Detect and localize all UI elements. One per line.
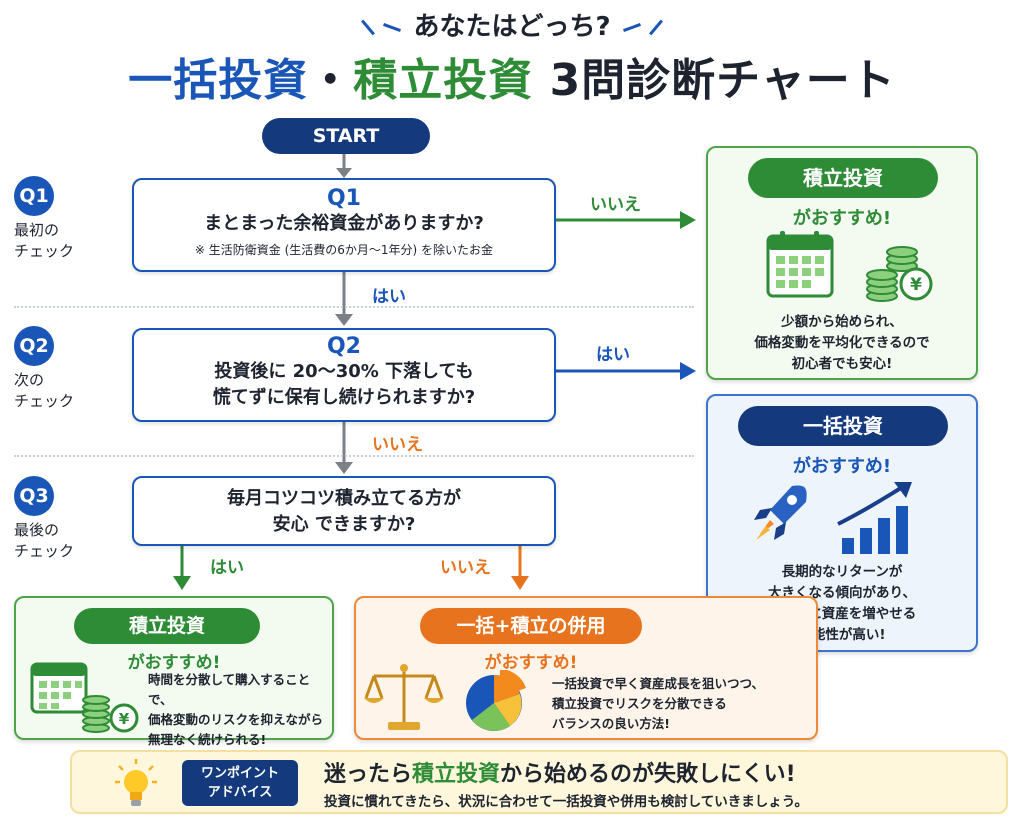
arrowhead [335, 462, 353, 474]
result-tsumitate-bottom: 積立投資 がおすすめ! ¥ 時間を分散して購入することで、 価格変動のリスクを抑… [14, 596, 334, 747]
q3-yes-label: はい [210, 558, 244, 578]
q3-side-label: Q3 最後のチェック [14, 476, 110, 562]
q2-side-line2: チェック [14, 392, 75, 410]
svg-text:¥: ¥ [119, 710, 130, 728]
coin-stack-icon: ¥ [82, 695, 139, 733]
arrowhead [336, 168, 352, 178]
result-desc-line: 価格変動のリスクを抑えながら [148, 712, 324, 727]
result-sub: がおすすめ! [792, 208, 892, 229]
q1-side-label: Q1 最初のチェック [14, 176, 110, 262]
advice-headline: 迷ったら積立投資から始めるのが失敗しにくい! [324, 756, 796, 788]
result-pill: 積立投資 [748, 158, 938, 198]
q2-box: Q2 投資後に 20〜30% 下落しても 慌てずに保有し続けられますか? [132, 328, 556, 422]
pie-chart-icon [466, 670, 526, 731]
title-chart: 3問診断チャート [533, 55, 896, 106]
q1-number: Q1 [326, 186, 361, 211]
arrowhead [335, 314, 353, 326]
result-sub: がおすすめ! [127, 653, 221, 673]
result-desc-line: 初心者でも安心! [791, 356, 893, 372]
result-desc-line: 無理なく続けられる! [148, 732, 267, 747]
advice-badge-line2: アドバイス [207, 785, 273, 800]
q2-no-label: いいえ [372, 435, 423, 455]
q1-box: Q1 まとまった余裕資金がありますか? ※ 生活防衛資金 (生活費の6か月〜1年… [132, 178, 556, 272]
q3-side-line2: チェック [14, 542, 75, 560]
calendar-icon [766, 231, 834, 298]
arrowhead [511, 576, 529, 590]
divider [14, 455, 694, 457]
q2-number: Q2 [326, 334, 361, 359]
result-sub: がおすすめ! [792, 456, 892, 477]
q3-badge: Q3 [14, 476, 54, 516]
result-desc-line: 可能性が高い! [798, 627, 886, 643]
advice-badge: ワンポイント アドバイス [182, 760, 298, 806]
title-separator: ・ [308, 55, 354, 106]
q1-no-label: いいえ [590, 195, 641, 215]
lightbulb-icon [115, 759, 157, 806]
q3-text-line1: 毎月コツコツ積み立てる方が [227, 488, 461, 509]
result-combo: 一括+積立の併用 がおすすめ! 一括投資で早く資産成長を狙いつつ、 積立投資でリ… [354, 596, 818, 740]
arrowhead [173, 576, 191, 590]
q2-badge: Q2 [14, 326, 54, 366]
growth-chart-icon [837, 482, 912, 554]
advice-head-part3: から始めるのが失敗しにくい! [500, 762, 796, 787]
subtitle-text: あなたはどっち? [413, 12, 611, 42]
advice-subtext: 投資に慣れてきたら、状況に合わせて一括投資や併用も検討していきましょう。 [324, 794, 808, 810]
advice-head-part1: 迷ったら [324, 762, 413, 787]
result-tsumitate-top: 積立投資 がおすすめ! ¥ 少額から始められ、 価格変動を平均化できるので 初心… [706, 146, 978, 380]
q1-badge: Q1 [14, 176, 54, 216]
advice-badge-line1: ワンポイント [200, 766, 279, 781]
q1-text: まとまった余裕資金がありますか? [204, 213, 484, 234]
result-desc-line: 長期的なリターンが [781, 564, 903, 580]
result-desc-line: 価格変動を平均化できるので [754, 335, 930, 351]
result-desc-line: 一括投資で早く資産成長を狙いつつ、 [552, 676, 765, 691]
result-sub: がおすすめ! [484, 653, 578, 673]
title-tsumitate: 積立投資 [353, 55, 534, 106]
start-pill: START [262, 118, 430, 154]
title-ikkatsu: 一括投資 [128, 55, 309, 106]
q3-no-label: いいえ [440, 558, 491, 578]
advice-head-highlight: 積立投資 [412, 762, 501, 787]
result-desc-line: 積立投資でリスクを分散できる [552, 696, 727, 711]
result-pill: 一括+積立の併用 [420, 608, 642, 644]
calendar-icon [30, 662, 88, 714]
q3-box: 毎月コツコツ積み立てる方が 安心 できますか? [132, 476, 556, 546]
q1-side-line1: 最初の [14, 221, 60, 239]
result-desc-line: 少額から始められ、 [781, 314, 903, 330]
q3-text-line2: 安心 できますか? [272, 514, 416, 535]
result-pill: 積立投資 [74, 608, 260, 644]
q3-side-line1: 最後の [14, 521, 60, 539]
svg-text:¥: ¥ [910, 275, 922, 295]
q1-note: ※ 生活防衛資金 (生活費の6か月〜1年分) を除いたお金 [194, 243, 494, 257]
result-pill: 一括投資 [738, 406, 948, 446]
arrowhead [680, 211, 696, 229]
q2-text-line1: 投資後に 20〜30% 下落しても [214, 361, 474, 382]
advice-banner: ワンポイント アドバイス 迷ったら積立投資から始めるのが失敗しにくい! 投資に慣… [70, 750, 1008, 814]
q2-yes-label: はい [596, 345, 630, 365]
q2-side-label: Q2 次のチェック [14, 326, 110, 412]
header-subtitle: あなたはどっち? [0, 6, 1024, 43]
balance-scale-icon [364, 664, 444, 730]
coin-stack-icon: ¥ [866, 246, 933, 302]
q2-text-line2: 慌てずに保有し続けられますか? [212, 387, 476, 408]
q1-side-line2: チェック [14, 242, 75, 260]
result-ikkatsu: 一括投資 がおすすめ! 長期的なリターンが 大きくなる傾向があり、 効率的に資産… [706, 394, 978, 652]
result-desc-line: バランスの良い方法! [552, 716, 670, 731]
q1-yes-label: はい [372, 287, 406, 307]
divider [14, 306, 694, 308]
rocket-icon [754, 485, 807, 540]
q2-side-line1: 次の [14, 371, 45, 389]
result-desc-line: 時間を分散して購入することで、 [148, 672, 311, 707]
arrowhead [680, 362, 696, 380]
page-title: 一括投資・積立投資 3問診断チャート [0, 44, 1024, 108]
